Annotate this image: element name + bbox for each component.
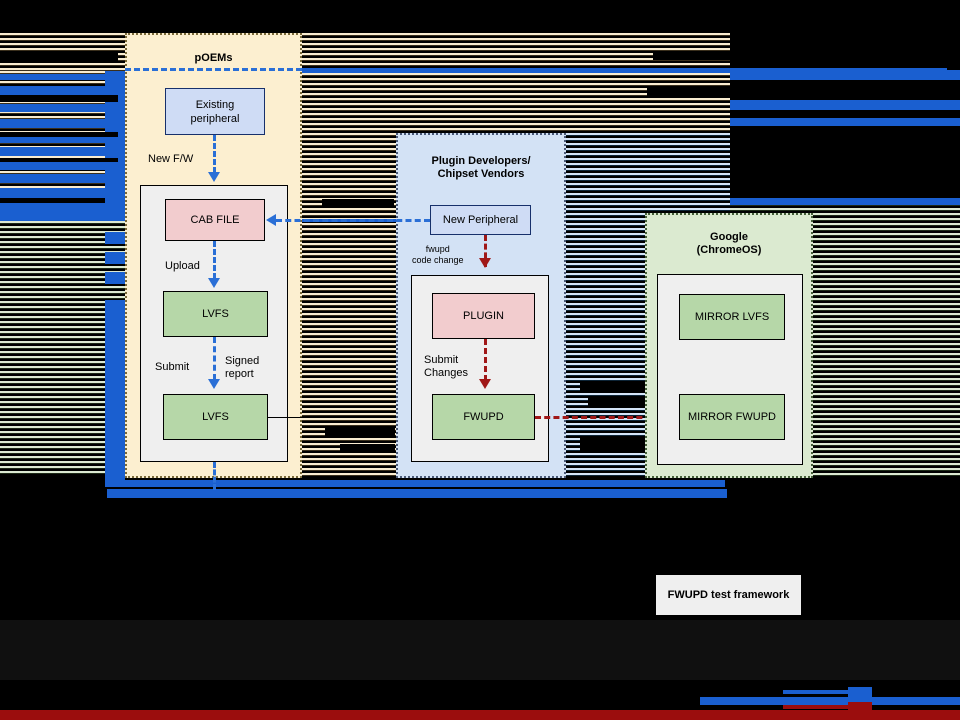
edge-lvfs-upload-to-lvfs-submit bbox=[213, 337, 216, 380]
artifact-left-blue-6 bbox=[0, 147, 118, 156]
artifact-stripes-mid-tan bbox=[302, 33, 730, 133]
edge-poems-bottom-dashed bbox=[213, 462, 216, 490]
node-lvfs-submit-label: LVFS bbox=[202, 411, 229, 423]
group-plugin-developers-title: Plugin Developers/ Chipset Vendors bbox=[431, 155, 531, 180]
node-cab-file[interactable]: CAB FILE bbox=[165, 199, 265, 241]
arrowhead-cab-to-lvfs-upload bbox=[208, 278, 220, 288]
artifact-bottom-blue-1 bbox=[105, 480, 725, 487]
artifact-mid-blue-r1 bbox=[730, 70, 960, 80]
artifact-foot-blue-3 bbox=[700, 697, 960, 705]
artifact-mid-blue-r3 bbox=[730, 118, 960, 126]
artifact-left-blue-band bbox=[105, 71, 125, 223]
edge-label-new-fw: New F/W bbox=[148, 153, 194, 165]
artifact-mid-black-3 bbox=[322, 199, 394, 207]
artifact-left-black-2 bbox=[0, 95, 118, 102]
artifact-left-blue-3 bbox=[0, 104, 118, 112]
edge-cab-to-lvfs-upload bbox=[213, 241, 216, 279]
node-mirror-fwupd[interactable]: MIRROR FWUPD bbox=[679, 394, 785, 440]
arrowhead-plugin-to-fwupd bbox=[479, 379, 491, 389]
artifact-left-black-4 bbox=[0, 158, 118, 162]
node-mirror-lvfs-label: MIRROR LVFS bbox=[694, 311, 770, 323]
node-fwupd-label: FWUPD bbox=[463, 411, 504, 423]
artifact-left-black-3 bbox=[0, 132, 118, 137]
edge-label-submit-changes: Submit Changes bbox=[424, 354, 469, 379]
edge-label-signed-report: Signed report bbox=[225, 355, 260, 380]
artifact-stripes-left-tan bbox=[0, 33, 125, 71]
edge-new-peripheral-to-plugin bbox=[484, 235, 487, 267]
artifact-left-blue-4 bbox=[0, 119, 118, 128]
artifact-left-blue-7 bbox=[0, 160, 118, 170]
edge-existing-to-cab bbox=[213, 135, 216, 173]
node-new-peripheral[interactable]: New Peripheral bbox=[430, 205, 531, 235]
divider-poems-dashed bbox=[125, 68, 302, 71]
edge-new-peripheral-to-cab bbox=[276, 219, 430, 222]
artifact-left-blue-1 bbox=[0, 74, 118, 80]
artifact-top-black bbox=[0, 0, 960, 33]
artifact-left-blue-2 bbox=[0, 86, 118, 95]
node-mirror-fwupd-label: MIRROR FWUPD bbox=[688, 411, 776, 423]
node-lvfs-upload-label: LVFS bbox=[202, 308, 229, 320]
node-lvfs-upload[interactable]: LVFS bbox=[163, 291, 268, 337]
artifact-mid-black-2 bbox=[647, 88, 807, 96]
artifact-bottom-blue-2 bbox=[107, 489, 727, 498]
group-poems-title: pOEMs bbox=[194, 52, 233, 64]
arrowhead-new-peripheral-to-cab bbox=[266, 214, 276, 226]
artifact-mid-black-5 bbox=[340, 444, 395, 452]
artifact-left-blue-14 bbox=[105, 300, 125, 480]
legend-fwupd-test-framework-label: FWUPD test framework bbox=[667, 589, 790, 601]
edge-label-submit: Submit bbox=[155, 361, 190, 373]
artifact-bottom-black bbox=[0, 498, 960, 620]
artifact-stripes-left-tan-2 bbox=[0, 71, 125, 191]
artifact-foot-blue-2 bbox=[848, 687, 872, 700]
edge-fwupd-to-mirror-fwupd bbox=[535, 416, 670, 419]
artifact-left-blue-5 bbox=[0, 134, 118, 143]
artifact-left-blue-12 bbox=[105, 252, 125, 264]
artifact-foot-black-1 bbox=[0, 697, 700, 705]
artifact-stripes-left-green bbox=[0, 221, 125, 476]
artifact-foot-blue-1 bbox=[783, 690, 860, 694]
artifact-left-blue-10 bbox=[0, 203, 125, 221]
artifact-mid-black-1 bbox=[653, 52, 803, 60]
artifact-rb-black-1 bbox=[580, 382, 655, 391]
artifact-right-blue-1 bbox=[730, 198, 960, 205]
node-existing-peripheral-label: Existing peripheral bbox=[190, 98, 240, 125]
node-plugin-label: PLUGIN bbox=[463, 310, 504, 322]
artifact-left-blue-9 bbox=[0, 188, 118, 198]
artifact-bottom-darkgray bbox=[0, 620, 960, 680]
artifact-left-blue-11 bbox=[105, 232, 125, 244]
legend-fwupd-test-framework: FWUPD test framework bbox=[656, 575, 801, 615]
node-lvfs-submit[interactable]: LVFS bbox=[163, 394, 268, 440]
node-new-peripheral-label: New Peripheral bbox=[442, 214, 519, 226]
arrowhead-existing-to-cab bbox=[208, 172, 220, 182]
artifact-mid-blue-r2 bbox=[730, 100, 960, 110]
artifact-mid-black-4 bbox=[325, 428, 395, 437]
artifact-left-blue-8 bbox=[0, 174, 118, 183]
artifact-left-blue-13 bbox=[105, 272, 125, 284]
artifact-rb-black-3 bbox=[580, 437, 655, 451]
node-mirror-lvfs[interactable]: MIRROR LVFS bbox=[679, 294, 785, 340]
edge-label-fwupd-code-change: fwupd code change bbox=[412, 244, 464, 265]
node-plugin[interactable]: PLUGIN bbox=[432, 293, 535, 339]
artifact-stripes-right-green bbox=[813, 203, 960, 478]
artifact-left-black-1 bbox=[0, 52, 118, 61]
arrowhead-new-peripheral-to-plugin bbox=[479, 258, 491, 268]
artifact-stripes-mid-tan-2 bbox=[302, 133, 397, 478]
artifact-foot-red-3 bbox=[0, 710, 960, 720]
edge-plugin-to-fwupd bbox=[484, 339, 487, 381]
artifact-foot-red-1 bbox=[783, 705, 860, 709]
group-google-chromeos-title: Google (ChromeOS) bbox=[696, 231, 762, 256]
edge-lvfs-to-fwupd bbox=[268, 417, 420, 418]
node-cab-file-label: CAB FILE bbox=[190, 214, 240, 226]
arrowhead-lvfs-upload-to-lvfs-submit bbox=[208, 379, 220, 389]
edge-label-upload: Upload bbox=[165, 260, 200, 272]
node-fwupd[interactable]: FWUPD bbox=[432, 394, 535, 440]
node-existing-peripheral[interactable]: Existing peripheral bbox=[165, 88, 265, 135]
artifact-mid-blue-line bbox=[302, 68, 947, 73]
artifact-foot-red-2 bbox=[848, 702, 872, 712]
